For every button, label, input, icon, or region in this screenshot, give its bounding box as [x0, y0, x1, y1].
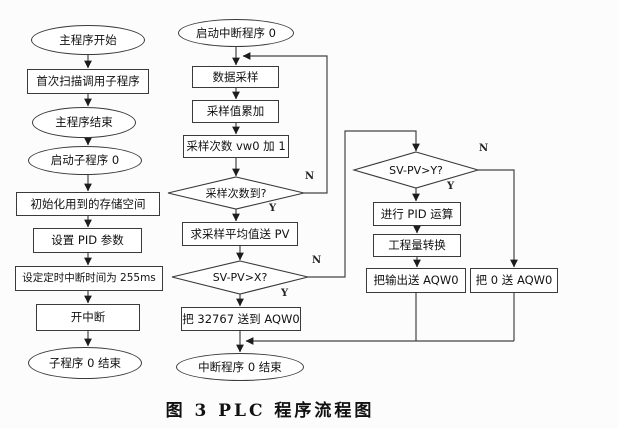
node-start-sub0: 启动子程序 0: [28, 146, 142, 175]
node-main-start: 主程序开始: [31, 25, 145, 55]
node-int-end: 中断程序 0 结束: [176, 353, 304, 381]
branch-label-count-yes: Y: [269, 203, 277, 214]
node-data-sample: 数据采样: [192, 66, 279, 88]
decision-sv-pv-y: SV-PV>Y?: [389, 163, 443, 177]
figure-caption: 图 3 PLC 程序流程图: [165, 401, 375, 421]
x-no-branch-line: [308, 130, 420, 278]
node-eng-convert: 工程量转换: [373, 234, 461, 257]
diamond-count-reached-shape: [167, 176, 305, 210]
node-output-to-aqw0: 把输出送 AQW0: [366, 268, 466, 293]
decision-sv-pv-x: SV-PV>X?: [212, 271, 268, 284]
node-init-memory: 初始化用到的存储空间: [16, 192, 160, 216]
branch-label-x-no: N: [312, 255, 322, 266]
loop-back-line: [242, 52, 328, 194]
diamond-sv-pv-y-shape: [352, 151, 480, 189]
node-sub0-end: 子程序 0 结束: [28, 347, 142, 379]
branch-label-y-yes: Y: [447, 181, 455, 192]
node-main-end: 主程序结束: [32, 107, 136, 138]
y-no-branch-line: [478, 169, 518, 268]
branch-label-count-no: N: [305, 171, 315, 182]
node-open-interrupt: 开中断: [36, 304, 140, 331]
node-sample-count-inc: 采样次数 vw0 加 1: [183, 135, 289, 158]
node-avg-to-pv: 求采样平均值送 PV: [182, 222, 298, 246]
node-set-timer: 设定定时中断时间为 255ms: [15, 266, 163, 291]
decision-count-reached: 采样次数到?: [205, 187, 267, 200]
node-int-start: 启动中断程序 0: [178, 19, 294, 47]
branch-label-y-no: N: [479, 143, 489, 154]
branch-label-x-yes: Y: [281, 288, 289, 299]
node-send-32767: 把 32767 送到 AQW0: [181, 307, 301, 331]
node-zero-to-aqw0: 把 0 送 AQW0: [470, 268, 558, 293]
node-sample-accumulate: 采样值累加: [192, 100, 279, 123]
diamond-sv-pv-x-shape: [171, 260, 309, 295]
node-first-scan: 首次扫描调用子程序: [27, 69, 149, 94]
node-pid-calc: 进行 PID 运算: [373, 202, 461, 226]
node-set-pid: 设置 PID 参数: [33, 228, 142, 253]
